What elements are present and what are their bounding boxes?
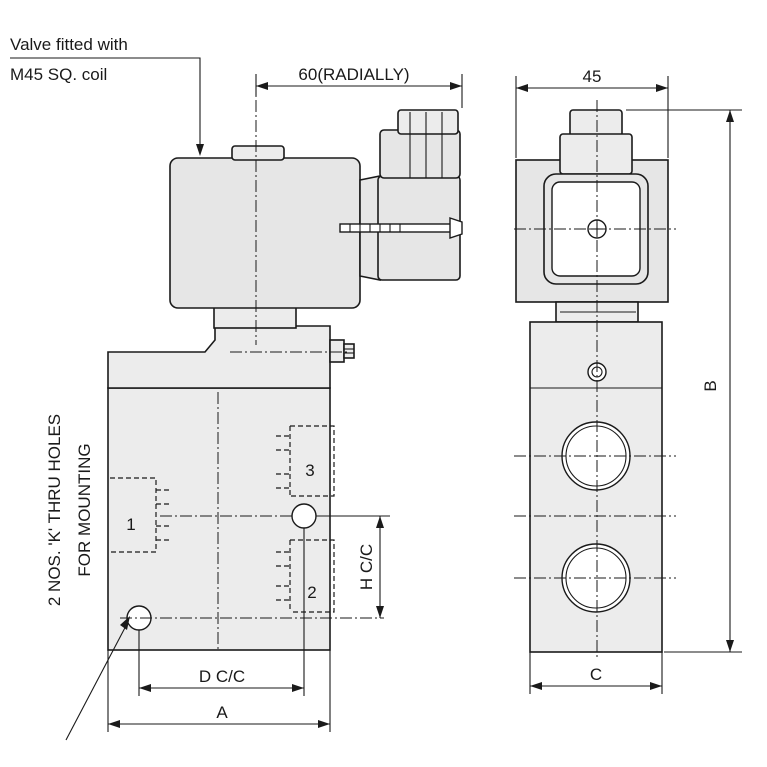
dim-radially: 60(RADIALLY) [255,65,463,108]
front-connector-plug [339,109,463,281]
front-side-nut [329,339,355,363]
coil-note-line1: Valve fitted with [10,35,128,54]
front-coil-nut [231,145,285,161]
port-2-hidden-lines [276,539,335,613]
dim-b: B [626,109,742,653]
front-top-block [107,325,331,389]
mounting-note: 2 NOS. 'K' THRU HOLES FOR MOUNTING [45,414,130,741]
port-3-label: 3 [305,461,314,480]
svg-text:D C/C: D C/C [199,667,245,686]
port-3-hidden-lines [276,425,335,497]
svg-text:H C/C: H C/C [357,544,376,590]
svg-text:45: 45 [583,67,602,86]
dim-a: A [107,650,331,732]
svg-text:A: A [216,703,228,722]
front-coil [169,157,361,309]
side-view [514,100,676,660]
port-1-hidden-lines [110,477,172,553]
svg-text:B: B [701,380,720,391]
dim-c: C [529,652,663,694]
svg-text:C: C [590,665,602,684]
dim-d-cc: D C/C [138,528,305,696]
port-2-label: 2 [307,583,316,602]
svg-text:FOR MOUNTING: FOR MOUNTING [75,443,94,576]
coil-note-leader [10,57,201,148]
side-connector-top [569,109,623,137]
coil-note-line2: M45 SQ. coil [10,65,107,84]
dim-45: 45 [515,67,669,158]
svg-text:60(RADIALLY): 60(RADIALLY) [298,65,409,84]
front-view: 3 2 1 [107,80,463,651]
port-1-label: 1 [126,515,135,534]
dim-h-cc: H C/C [316,515,390,618]
front-centre-hole [291,503,317,529]
svg-text:2 NOS. 'K' THRU HOLES: 2 NOS. 'K' THRU HOLES [45,414,64,606]
front-coil-neck [213,305,297,329]
